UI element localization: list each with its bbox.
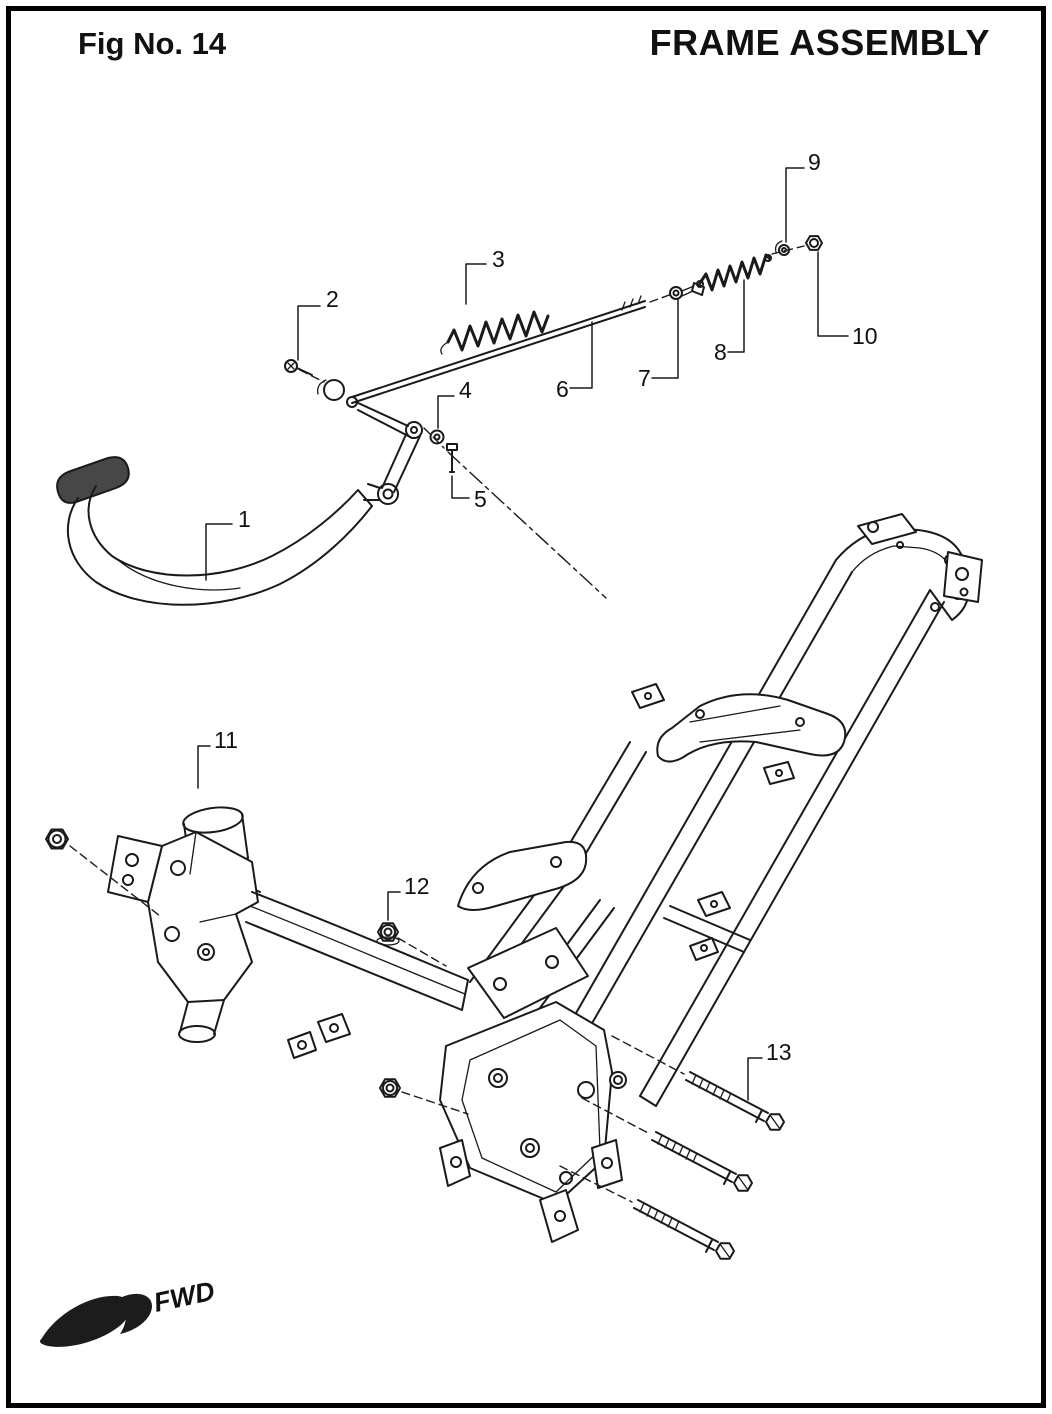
stand-foot-pad bbox=[56, 456, 130, 504]
flange-nut-lower bbox=[379, 1078, 401, 1098]
fwd-arrow-icon-tip bbox=[120, 1293, 152, 1334]
callout-leaders bbox=[197, 167, 849, 1101]
callout-7: 7 bbox=[638, 365, 651, 391]
nut-10 bbox=[805, 235, 823, 251]
bolt-2 bbox=[284, 359, 313, 376]
callout-2: 2 bbox=[326, 286, 339, 312]
callout-13: 13 bbox=[766, 1039, 792, 1065]
pin-5 bbox=[446, 443, 458, 473]
bolt-13-b bbox=[651, 1131, 753, 1192]
assembly-guide-lines bbox=[69, 245, 805, 1203]
flange-nut-left bbox=[45, 828, 69, 850]
stand-stopper bbox=[323, 379, 345, 401]
washer-4 bbox=[429, 429, 445, 445]
bolt-13-c bbox=[633, 1199, 735, 1260]
callout-labels: 1 2 3 4 5 6 7 8 9 10 11 12 13 bbox=[214, 149, 878, 1065]
mount-bracket-cluster bbox=[439, 927, 627, 1243]
callout-3: 3 bbox=[492, 246, 505, 272]
stand-pivot-bushing bbox=[377, 483, 399, 505]
callout-8: 8 bbox=[714, 339, 727, 365]
rear-spring-8 bbox=[696, 253, 772, 292]
callout-5: 5 bbox=[474, 486, 487, 512]
fwd-label: FWD bbox=[151, 1276, 217, 1318]
rod-thread bbox=[621, 295, 642, 311]
flange-nut-12 bbox=[376, 922, 400, 946]
stand-rod bbox=[351, 295, 646, 404]
callout-10: 10 bbox=[852, 323, 878, 349]
callout-1: 1 bbox=[238, 506, 251, 532]
callout-12: 12 bbox=[404, 873, 430, 899]
callout-4: 4 bbox=[459, 377, 472, 403]
callout-11: 11 bbox=[214, 727, 238, 753]
mount-bolts-13 bbox=[633, 1071, 785, 1260]
bolt-7 bbox=[669, 282, 705, 300]
figure-number: Fig No. 14 bbox=[78, 26, 227, 61]
stand-spring bbox=[440, 310, 550, 355]
fwd-marker: FWD bbox=[40, 1276, 217, 1347]
callout-9: 9 bbox=[808, 149, 821, 175]
fwd-arrow-icon bbox=[40, 1295, 130, 1347]
headstock-bracket bbox=[107, 806, 261, 1043]
callout-6: 6 bbox=[556, 376, 569, 402]
main-frame bbox=[245, 513, 983, 1107]
page-title: FRAME ASSEMBLY bbox=[649, 22, 990, 63]
center-stand bbox=[56, 379, 423, 606]
bolt-13-a bbox=[685, 1071, 785, 1131]
